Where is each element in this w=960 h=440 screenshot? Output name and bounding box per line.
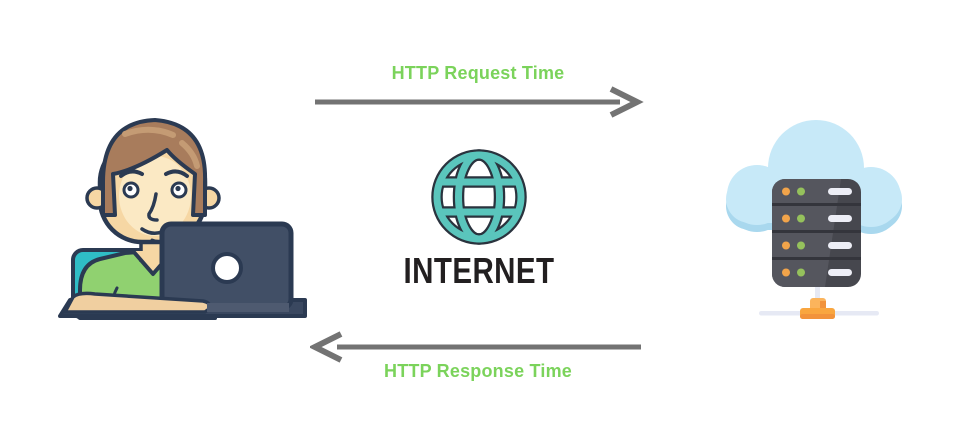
hair-highlight [122, 126, 200, 169]
request-arrow-head [609, 86, 644, 118]
internet-label: INTERNET [403, 250, 555, 291]
rack-row [782, 214, 852, 223]
rack-row [782, 268, 852, 277]
cloud-server-icon [726, 120, 902, 319]
vent-pill [828, 242, 852, 249]
internet-globe-icon [431, 149, 527, 245]
request-time-label: HTTP Request Time [391, 63, 565, 83]
laptop-logo [211, 252, 243, 284]
rack-row [782, 187, 852, 196]
vent-pill [828, 188, 852, 195]
server-cable [815, 285, 820, 305]
keyboard-strip [207, 303, 289, 312]
server-rack [772, 179, 861, 287]
led-green [797, 241, 805, 250]
vent-pill [828, 269, 852, 276]
plug-base-shade [800, 314, 835, 319]
laptop [159, 221, 294, 311]
rack-separators [772, 203, 861, 260]
response-arrow-head [310, 331, 343, 363]
led-orange [782, 268, 790, 277]
network-plug [800, 298, 835, 319]
person-at-laptop-icon [58, 118, 307, 320]
response-arrow-icon [310, 331, 641, 363]
left-pupil [127, 185, 133, 192]
head [85, 118, 221, 245]
led-green [797, 214, 805, 223]
response-time-label: HTTP Response Time [384, 361, 572, 381]
led-orange [782, 241, 790, 250]
rack-row [782, 241, 852, 250]
led-orange [782, 214, 790, 223]
request-arrow-icon [315, 86, 644, 118]
nose [147, 192, 159, 222]
eyebrows [119, 169, 189, 178]
led-green [797, 187, 805, 196]
right-pupil [175, 185, 181, 192]
led-green [797, 268, 805, 277]
globe-wireframe [433, 151, 525, 243]
led-orange [782, 187, 790, 196]
vent-pill [828, 215, 852, 222]
plug-stem-shade [820, 301, 826, 311]
rack-rows [782, 187, 852, 277]
